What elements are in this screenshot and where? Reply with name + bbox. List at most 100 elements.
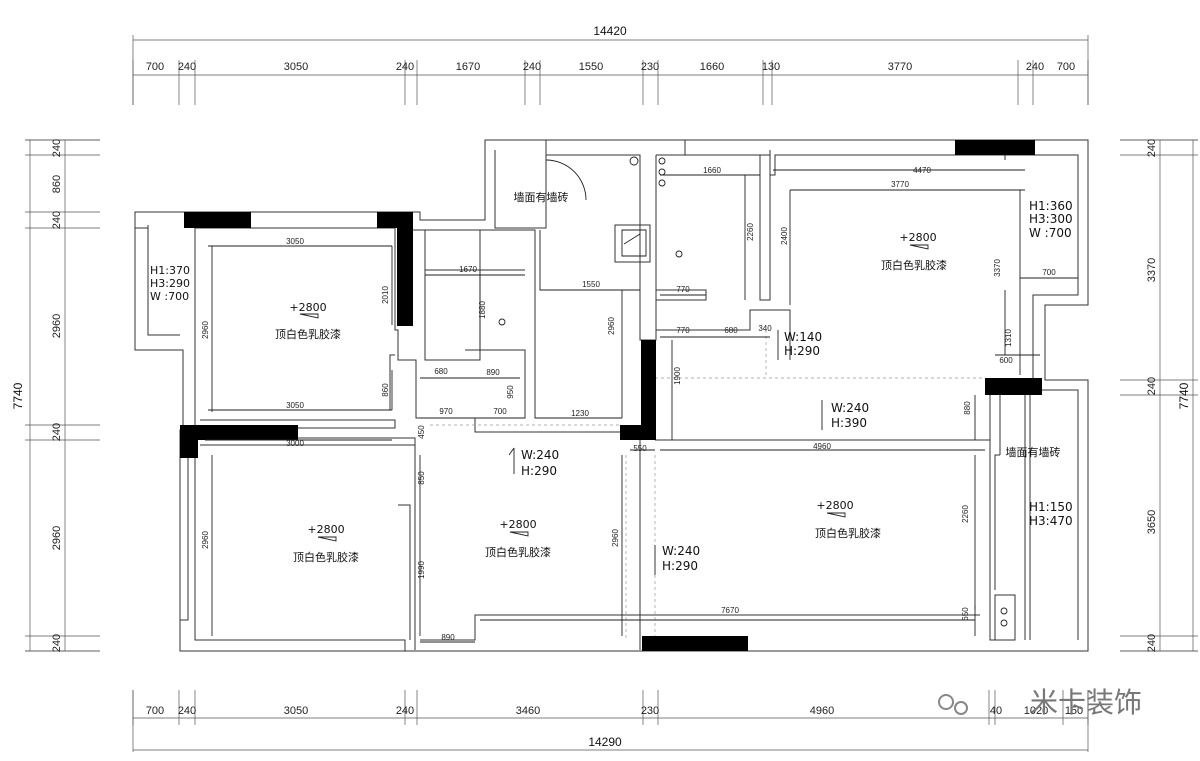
top-dim: 240 xyxy=(523,61,541,73)
inner-dim: 340 xyxy=(758,324,772,333)
inner-dim: 450 xyxy=(417,425,426,439)
right-dim: 240 xyxy=(1146,377,1158,395)
tile-note: 墙面有墙砖 xyxy=(1006,445,1061,459)
inner-dim: 1900 xyxy=(673,367,682,385)
inner-dim: 970 xyxy=(439,407,453,416)
top-dimensions: 14420 700 240 3050 240 1670 240 1550 230… xyxy=(132,24,1089,105)
left-dim: 2960 xyxy=(51,526,63,550)
top-dim: 1670 xyxy=(456,61,480,73)
door-swing-icon xyxy=(545,159,587,201)
window-w: W :700 xyxy=(150,290,189,303)
door-h: H:290 xyxy=(784,344,820,358)
bottom-dim: 240 xyxy=(396,705,414,717)
inner-dim: 770 xyxy=(676,285,690,294)
inner-dim: 850 xyxy=(417,471,426,485)
bottom-dim: 3050 xyxy=(284,705,308,717)
elevation-marker-icon xyxy=(826,512,846,518)
elevation-marker-icon xyxy=(317,536,337,542)
room-ceiling-finish: 顶白色乳胶漆 xyxy=(485,545,551,559)
column xyxy=(955,140,1035,155)
window-h3: H3:290 xyxy=(150,277,190,290)
inner-dim-labels: 3050 2010 2960 860 3050 3000 2960 1670 1… xyxy=(201,166,1056,642)
door-h: H:290 xyxy=(521,464,557,478)
drain-icon xyxy=(658,168,666,176)
window-w: W :700 xyxy=(1029,226,1072,240)
inner-dim: 650 xyxy=(961,607,970,621)
inner-dim: 1230 xyxy=(571,409,589,418)
door-w: W:240 xyxy=(521,448,559,462)
inner-dim: 1550 xyxy=(582,280,600,289)
inner-dim: 890 xyxy=(441,633,455,642)
bottom-total-dim: 14290 xyxy=(588,735,622,749)
left-dim: 860 xyxy=(51,175,63,193)
door-w: W:240 xyxy=(662,544,700,558)
inner-dim: 2260 xyxy=(961,505,970,523)
right-dim: 3650 xyxy=(1146,510,1158,534)
left-dim: 240 xyxy=(51,634,63,652)
column xyxy=(184,212,251,228)
right-dimensions: 7740 240 3370 240 3650 240 xyxy=(1120,139,1198,652)
room-elevation: +2800 xyxy=(899,231,936,244)
left-dim: 240 xyxy=(51,211,63,229)
drain-icon xyxy=(629,156,639,166)
left-dimensions: 7740 240 860 240 2960 240 2960 240 xyxy=(11,139,100,652)
wechat-icon xyxy=(938,694,954,710)
drain-icon xyxy=(658,157,666,165)
inner-dim: 1880 xyxy=(478,301,487,319)
top-dim: 3770 xyxy=(888,61,912,73)
inner-dim: 3050 xyxy=(286,401,304,410)
door-w: W:140 xyxy=(784,330,822,344)
walls xyxy=(134,139,1089,652)
inner-dim: 680 xyxy=(434,367,448,376)
inner-dim: 1660 xyxy=(703,166,721,175)
left-total-dim: 7740 xyxy=(11,382,25,409)
inner-dim: 770 xyxy=(676,326,690,335)
room-ceiling-finish: 顶白色乳胶漆 xyxy=(275,327,341,341)
inner-dim: 890 xyxy=(486,368,500,377)
inner-dim: 3050 xyxy=(286,237,304,246)
inner-dim: 2400 xyxy=(780,227,789,245)
window-h1: H1:370 xyxy=(150,264,190,277)
bottom-dim: 3460 xyxy=(516,705,540,717)
right-dim: 3370 xyxy=(1146,258,1158,282)
bottom-dim: 4960 xyxy=(810,705,834,717)
floor-drain-icon xyxy=(498,318,506,326)
inner-dim-lines xyxy=(205,169,1078,643)
top-dim: 1550 xyxy=(579,61,603,73)
top-total-dim: 14420 xyxy=(593,24,627,38)
column xyxy=(620,425,656,440)
door-leader xyxy=(508,447,515,474)
door-h: H:290 xyxy=(662,559,698,573)
room-elevation: +2800 xyxy=(307,523,344,536)
inner-dim: 860 xyxy=(381,383,390,397)
room-ceiling-finish: 顶白色乳胶漆 xyxy=(881,258,947,272)
watermark-text: 米卡装饰 xyxy=(1030,686,1142,719)
column xyxy=(180,425,198,458)
top-dim: 700 xyxy=(146,61,164,73)
inner-dim: 2260 xyxy=(746,223,755,241)
column xyxy=(642,636,748,651)
fixtures xyxy=(498,156,1008,627)
inner-dim: 2010 xyxy=(381,286,390,304)
floor-drain-icon xyxy=(675,250,683,258)
inner-dim: 2960 xyxy=(201,531,210,549)
top-dim: 130 xyxy=(762,61,780,73)
inner-dim: 600 xyxy=(999,356,1013,365)
drain-icon xyxy=(658,179,666,187)
inner-dim: 1990 xyxy=(417,561,426,579)
inner-dim: 3770 xyxy=(891,180,909,189)
door-w: W:240 xyxy=(831,401,869,415)
inner-dim: 550 xyxy=(633,444,647,453)
inner-dim: 700 xyxy=(1042,268,1056,277)
wechat-icon xyxy=(954,701,968,715)
right-dim: 240 xyxy=(1146,139,1158,157)
bottom-dim: 40 xyxy=(990,705,1002,717)
room-ceiling-finish: 顶白色乳胶漆 xyxy=(293,550,359,564)
inner-dim: 4470 xyxy=(913,166,931,175)
window-h3: H3:470 xyxy=(1029,514,1073,528)
inner-dim: 1310 xyxy=(1004,329,1013,347)
bottom-dim: 700 xyxy=(146,705,164,717)
bottom-dim: 150 xyxy=(1065,705,1083,717)
inner-dim: 7670 xyxy=(721,606,739,615)
